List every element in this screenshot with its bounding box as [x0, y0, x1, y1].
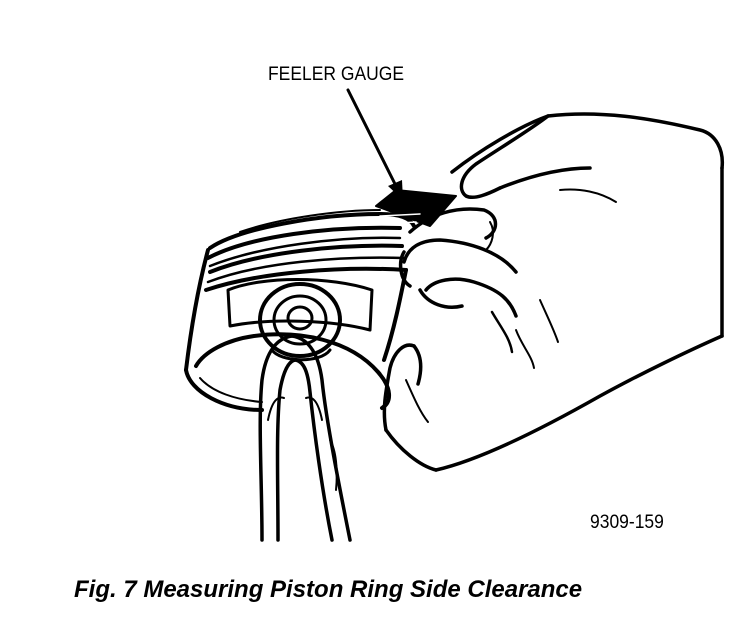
piston-body	[184, 212, 416, 412]
figure-caption: Fig. 7 Measuring Piston Ring Side Cleara…	[74, 576, 583, 603]
hand	[382, 112, 725, 472]
connecting-rod	[258, 334, 352, 542]
feeler-gauge-label: FEELER GAUGE	[268, 64, 405, 85]
figure-number: 9309-159	[590, 512, 664, 533]
callout-arrow	[346, 88, 403, 200]
